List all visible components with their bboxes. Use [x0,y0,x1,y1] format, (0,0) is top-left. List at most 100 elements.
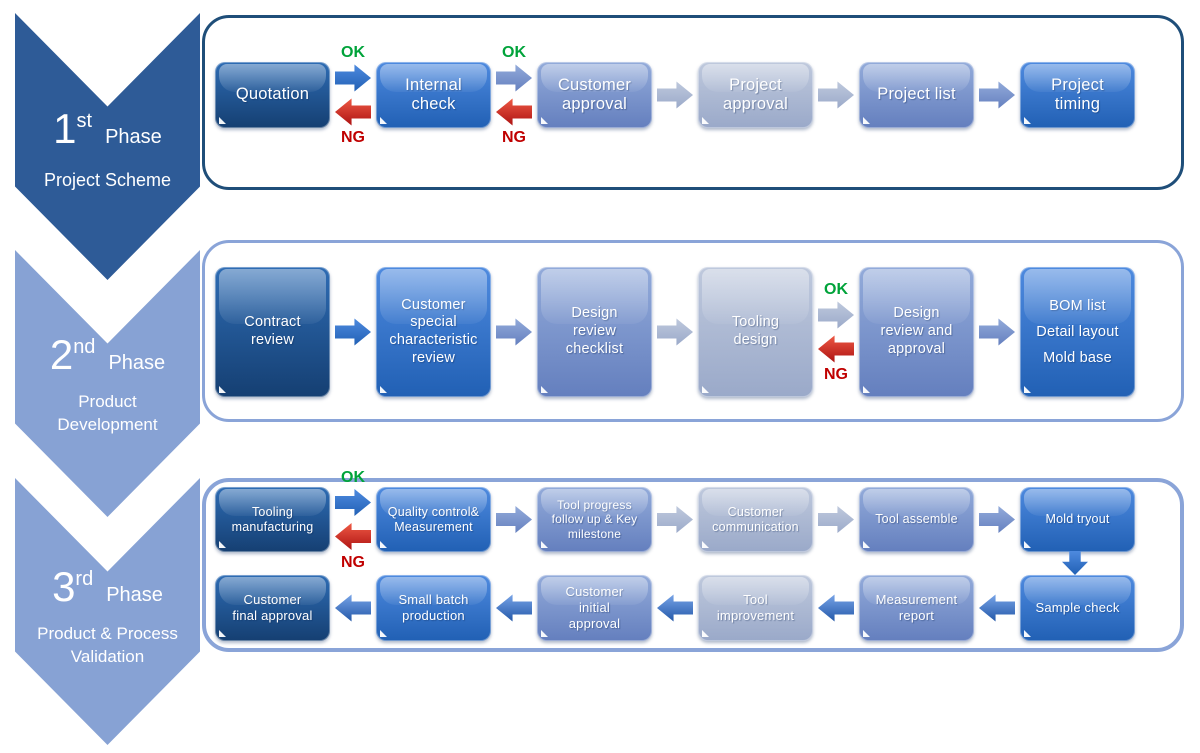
phase-3-number: 3 [52,563,76,610]
step-customer-initial-approval: Customer initial approval [537,575,652,641]
connector [330,575,376,641]
arrow-left-icon [979,594,1015,622]
arrow-right-icon [818,506,854,533]
arrow-left-ng-icon [818,335,854,363]
arrow-right-icon [818,81,854,109]
connector [491,487,537,552]
step-tooling-manufacturing: Tooling manufacturing [215,487,330,552]
phase-2-subtitle: Product Development [57,392,158,434]
connector [813,487,859,552]
phase-1-subtitle: Project Scheme [43,170,172,190]
arrow-left-ng-icon [496,98,532,126]
arrow-left-icon [335,594,371,622]
arrow-right-icon [657,506,693,533]
step-project-list: Project list [859,62,974,128]
step-design-review-and-approval: Design review and approval [859,267,974,397]
connector [652,487,698,552]
arrow-right-icon [496,64,532,92]
ng-label: NG [824,366,848,383]
step-small-batch-production: Small batch production [376,575,491,641]
step-tool-progress-follow-up: Tool progress follow up & Key milestone [537,487,652,552]
connector [813,575,859,641]
connector [813,62,859,128]
ok-ng-connector: OK NG [330,44,376,146]
step-customer-special-characteristic-review: Customer special characteristic review [376,267,491,397]
phase-2-panel: Contract review Customer special charact… [202,240,1184,422]
arrow-right-icon [496,506,532,533]
step-sample-check: Sample check [1020,575,1135,641]
step-contract-review: Contract review [215,267,330,397]
connector [330,267,376,397]
phase-3-ordinal: rd [75,568,94,590]
step-quality-control-measurement: Quality control& Measurement [376,487,491,552]
phase-1-flow-row: Quotation OK NG Internal check OK NG Cus… [215,44,1135,146]
connector [491,267,537,397]
phase-1-panel: Quotation OK NG Internal check OK NG Cus… [202,15,1184,190]
arrow-right-icon [335,318,371,346]
ng-label: NG [341,129,365,146]
arrow-right-icon [335,64,371,92]
phase-3-bottom-flow-row: Customer final approval Small batch prod… [215,575,1135,641]
connector [652,267,698,397]
step-internal-check: Internal check [376,62,491,128]
connector [652,575,698,641]
connector [974,575,1020,641]
ok-label: OK [824,281,848,298]
arrow-left-ng-icon [335,98,371,126]
phase-2-number: 2 [49,331,74,378]
step-customer-final-approval: Customer final approval [215,575,330,641]
step-design-review-checklist: Design review checklist [537,267,652,397]
arrow-right-icon [979,81,1015,109]
phase-1-ordinal: st [76,110,93,132]
step-tool-improvement: Tool improvement [698,575,813,641]
arrow-down-icon [1062,551,1088,575]
arrow-right-icon [657,81,693,109]
arrow-left-icon [657,594,693,622]
step-mold-tryout: Mold tryout [1020,487,1135,552]
ok-label: OK [341,44,365,61]
arrow-right-icon [496,318,532,346]
arrow-right-icon [818,301,854,329]
arrow-left-icon [818,594,854,622]
ok-ng-connector: OK NG [813,267,859,397]
connector [974,62,1020,128]
phase-1-word: Phase [105,126,162,148]
phase-2-word: Phase [108,352,166,374]
phase-3-subtitle: Product & Process Validation [37,624,178,666]
step-quotation: Quotation [215,62,330,128]
ng-label: NG [341,553,365,571]
connector [974,487,1020,552]
ok-ng-connector: OK NG [491,44,537,146]
arrow-right-icon [979,318,1015,346]
connector [491,575,537,641]
step-measurement-report: Measurement report [859,575,974,641]
step-bom-list: BOM list Detail layout Mold base [1020,267,1135,397]
phase-1-number: 1 [53,105,77,152]
step-customer-communication: Customer communication [698,487,813,552]
arrow-right-icon [979,506,1015,533]
connector [974,267,1020,397]
phase-3-word: Phase [106,584,163,606]
step-project-timing: Project timing [1020,62,1135,128]
step-tool-assemble: Tool assemble [859,487,974,552]
ng-label: NG [502,129,526,146]
ok-label: OK [502,44,526,61]
step-project-approval: Project approval [698,62,813,128]
step-customer-approval: Customer approval [537,62,652,128]
phase-3-top-flow-row: Tooling manufacturing OK NG Quality cont… [215,469,1135,571]
phase-3-panel: Tooling manufacturing OK NG Quality cont… [202,469,1184,652]
ok-label: OK [341,468,365,486]
arrow-right-icon [335,489,371,516]
arrow-left-ng-icon [335,523,371,550]
arrow-right-icon [657,318,693,346]
ok-ng-connector: OK NG [330,469,376,571]
connector [652,62,698,128]
phase-2-flow-row: Contract review Customer special charact… [215,267,1135,397]
